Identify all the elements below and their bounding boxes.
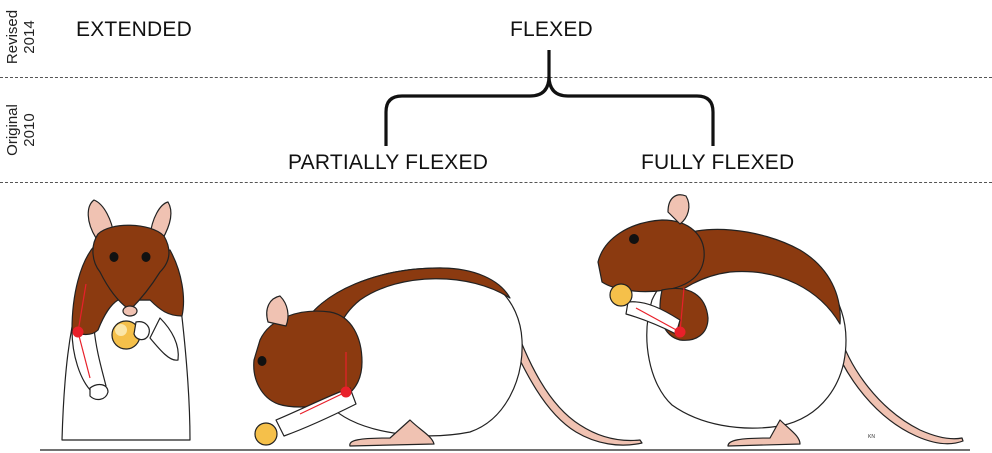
rat-partial-head (253, 310, 363, 408)
rat-partial-tail (499, 299, 643, 446)
rat-partial-elbow-joint (340, 386, 352, 398)
rat-extended-limb-line (77, 283, 87, 333)
rat-partially-flexed (253, 267, 643, 447)
rat-partial-eye (257, 356, 267, 366)
rat-full-limb-line (679, 287, 685, 333)
rat-extended-elbow-joint (72, 326, 84, 338)
flexed-brace (384, 50, 715, 146)
rat-extended-right-eye (141, 252, 151, 262)
rat-fully-flexed (597, 194, 964, 447)
rat-full-head (597, 219, 705, 293)
rat-extended-right-forearm (149, 317, 179, 361)
rat-extended-left-eye (109, 252, 119, 262)
rat-extended-head (92, 224, 170, 311)
label-flexed: FLEXED (510, 18, 593, 41)
label-partially-flexed: PARTIALLY FLEXED (288, 151, 489, 174)
rat-full-hind-foot (727, 419, 801, 447)
rat-full-ear (667, 194, 690, 225)
rat-partial-hind-foot (349, 419, 435, 447)
divider-bottom (0, 182, 992, 183)
rat-partial-ear (266, 295, 289, 327)
divider-top (0, 77, 992, 78)
rat-partial-forearm (275, 387, 357, 437)
rat-full-pellet (609, 283, 633, 307)
label-fully-flexed: FULLY FLEXED (641, 151, 795, 174)
rat-extended-nose (122, 305, 138, 317)
rat-full-back-fur (669, 228, 841, 325)
rat-extended-paws (133, 321, 150, 341)
rat-extended (61, 199, 191, 441)
rat-partial-back-fur (299, 267, 511, 371)
artist-initials: KN (868, 434, 875, 440)
rat-full-eye (629, 234, 639, 244)
rat-partial-pellet (254, 422, 278, 446)
rat-full-elbow-joint (674, 326, 686, 338)
label-extended: EXTENDED (76, 18, 192, 41)
rat-extended-lower-paw (89, 383, 109, 401)
rat-full-tail (831, 329, 964, 445)
